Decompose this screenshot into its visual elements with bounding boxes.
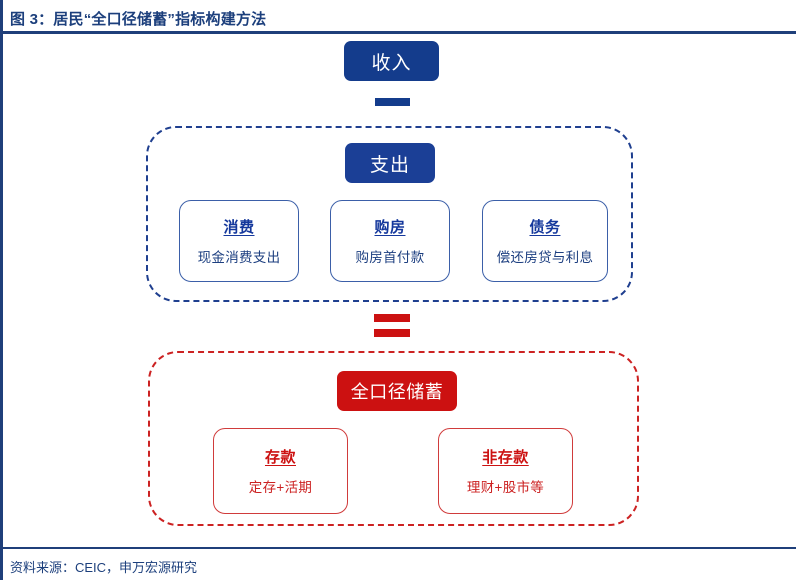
card-title: 消费 bbox=[223, 219, 255, 236]
minus-operator-icon bbox=[375, 98, 410, 106]
expenditure-label: 支出 bbox=[369, 154, 410, 176]
expenditure-card-housing: 购房 购房首付款 bbox=[330, 200, 450, 282]
savings-label: 全口径储蓄 bbox=[350, 382, 444, 402]
card-title: 债务 bbox=[529, 219, 561, 236]
card-title: 存款 bbox=[264, 449, 296, 466]
title-divider bbox=[0, 31, 796, 34]
expenditure-card-debt: 债务 偿还房贷与利息 bbox=[482, 200, 608, 282]
left-rail-divider bbox=[0, 0, 3, 580]
figure-source: 资料来源：CEIC，申万宏源研究 bbox=[10, 560, 198, 575]
card-subtitle: 理财+股市等 bbox=[466, 480, 545, 495]
equals-bar-bottom bbox=[374, 329, 410, 337]
income-label: 收入 bbox=[371, 52, 412, 74]
equals-bar-top bbox=[374, 314, 410, 322]
savings-box: 全口径储蓄 bbox=[337, 371, 457, 411]
card-subtitle: 定存+活期 bbox=[248, 480, 313, 495]
card-subtitle: 现金消费支出 bbox=[197, 250, 281, 265]
expenditure-box: 支出 bbox=[345, 143, 435, 183]
source-divider bbox=[0, 547, 796, 549]
income-box: 收入 bbox=[344, 41, 439, 81]
expenditure-card-consume: 消费 现金消费支出 bbox=[179, 200, 299, 282]
card-subtitle: 购房首付款 bbox=[355, 250, 425, 265]
savings-card-non-deposit: 非存款 理财+股市等 bbox=[438, 428, 573, 514]
figure-title: 图 3：居民“全口径储蓄”指标构建方法 bbox=[10, 11, 267, 28]
equals-operator-icon bbox=[374, 314, 410, 337]
card-title: 购房 bbox=[374, 219, 406, 236]
card-title: 非存款 bbox=[482, 449, 529, 466]
savings-card-deposit: 存款 定存+活期 bbox=[213, 428, 348, 514]
card-subtitle: 偿还房贷与利息 bbox=[496, 250, 594, 265]
